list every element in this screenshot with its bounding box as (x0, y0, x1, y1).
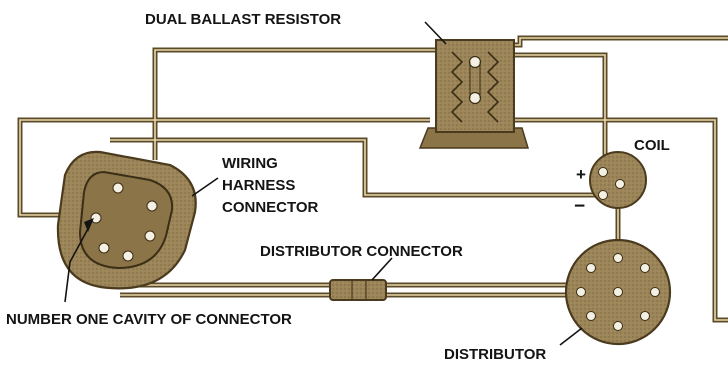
label-harness-1: WIRING (222, 155, 278, 172)
label-coil: COIL (634, 137, 670, 154)
distributor-connector (329, 279, 387, 301)
ballast-resistor-body (435, 39, 515, 133)
leader-dist-connector (371, 257, 393, 281)
labels: DUAL BALLAST RESISTOR COIL + − WIRING HA… (6, 11, 670, 363)
resistor-coil-right (486, 51, 500, 123)
wiring-harness-connector (56, 150, 197, 290)
leader-harness (191, 177, 219, 197)
ballast-resistor (418, 39, 530, 149)
label-dist-connector: DISTRIBUTOR CONNECTOR (260, 243, 463, 260)
harness-connector-cavities (90, 182, 158, 262)
label-harness-2: HARNESS (222, 177, 295, 194)
label-cavity: NUMBER ONE CAVITY OF CONNECTOR (6, 311, 292, 328)
leader-ballast (424, 21, 447, 45)
distributor-center-terminal (613, 287, 623, 297)
leader-distributor (559, 327, 583, 346)
resistor-coil-left (450, 51, 464, 123)
cavity-pointer-arrow (84, 218, 94, 232)
leader-cavity (64, 224, 91, 303)
leader-lines (64, 21, 583, 346)
distributor (564, 238, 672, 346)
coil-center-terminal (615, 179, 625, 189)
wire-harness-to-ballast-top (152, 47, 445, 160)
label-coil-minus: − (574, 196, 585, 217)
coil-plus-terminal (598, 167, 608, 177)
label-coil-plus: + (576, 165, 586, 184)
label-distributor: DISTRIBUTOR (444, 346, 546, 363)
label-harness-3: CONNECTOR (222, 199, 319, 216)
ignition-coil (589, 151, 647, 209)
coil-minus-terminal (598, 190, 608, 200)
wire-ballast-to-coil (505, 52, 612, 175)
wire-ballast-to-right-edge (500, 35, 728, 48)
label-ballast: DUAL BALLAST RESISTOR (145, 11, 341, 28)
